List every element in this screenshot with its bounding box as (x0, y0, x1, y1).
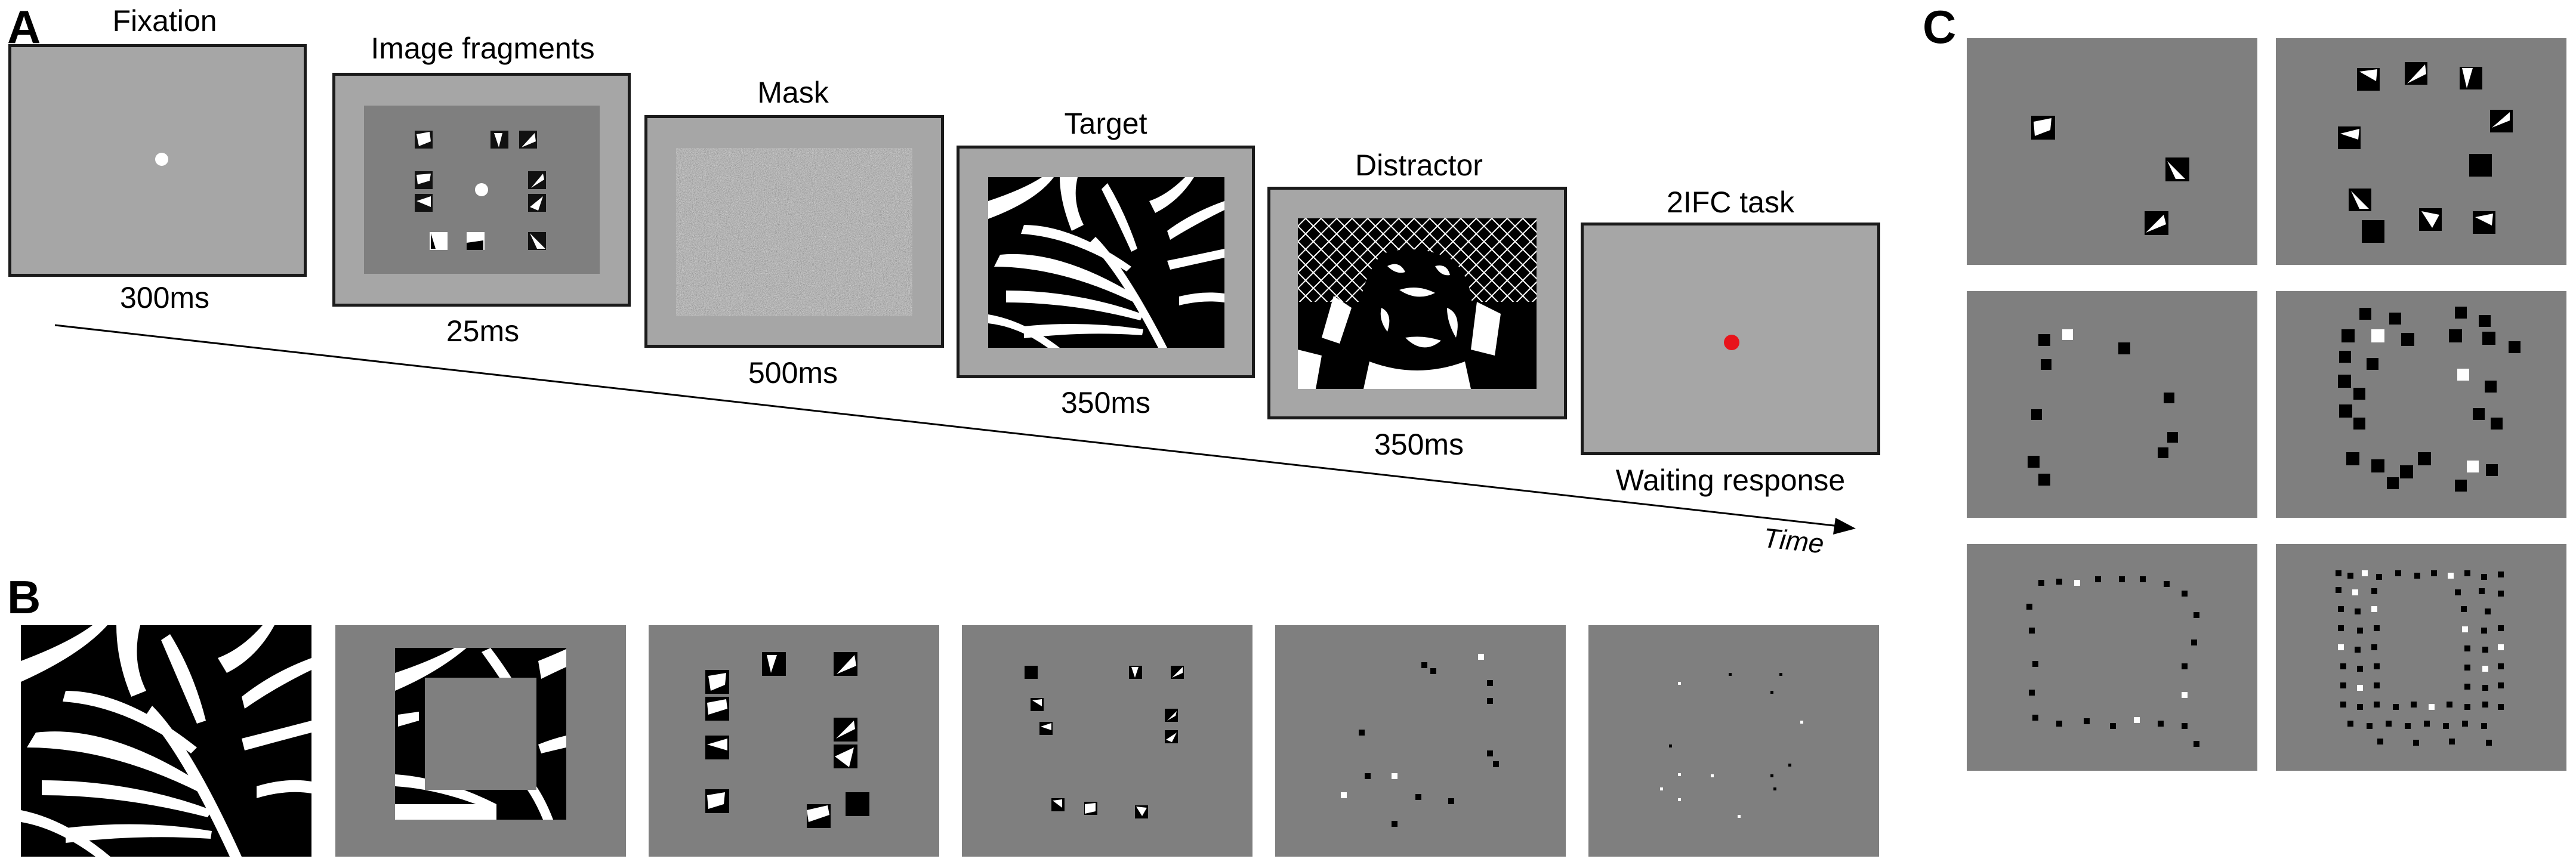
fragments-display-area (364, 106, 600, 274)
fragments-patches (415, 131, 546, 250)
response-dot-icon (1724, 335, 1739, 350)
leaf-image (21, 625, 311, 857)
medium-many-patches (2276, 291, 2566, 518)
stage-title-distractor: Distractor (1355, 149, 1483, 182)
large-patches-image (649, 625, 939, 857)
noise-mask-area (676, 148, 912, 316)
large-many-patches (2276, 38, 2566, 265)
stage-duration-mask: 500ms (748, 356, 838, 390)
time-arrow (54, 324, 1856, 535)
stage-title-2ifc-task: 2IFC task (1667, 186, 1794, 219)
medium-patches-image (962, 625, 1252, 857)
target-image-area (988, 177, 1224, 348)
target-leaf-image (988, 177, 1224, 348)
stage-duration-distractor: 350ms (1374, 428, 1464, 461)
density-example-full-image (21, 625, 311, 857)
stage-title-fixation: Fixation (112, 4, 217, 38)
distractor-tiger-image (1298, 218, 1537, 389)
mask-screen (644, 115, 944, 348)
small-few-patches (1967, 544, 2257, 771)
distractor-image-area (1298, 218, 1537, 389)
tiny-patches-image (1588, 625, 1879, 857)
large-few-patches (1967, 38, 2257, 265)
density-example-tiny-patches (1588, 625, 1879, 857)
condition-large-few (1967, 38, 2257, 265)
condition-medium-few (1967, 291, 2257, 518)
stage-duration-target: 350ms (1060, 386, 1151, 419)
stage-duration-2ifc-task: Waiting response (1615, 464, 1846, 497)
fixation-screen (8, 44, 307, 277)
noise-mask-image (676, 148, 912, 316)
stage-title-image-fragments: Image fragments (371, 32, 595, 65)
medium-few-patches (1967, 291, 2257, 518)
small-many-patches (2276, 544, 2566, 771)
fixation-dot-icon (475, 183, 488, 196)
panel-label-a: A (7, 1, 41, 53)
small-patches-image (1275, 625, 1566, 857)
stage-title-mask: Mask (757, 76, 829, 109)
condition-small-many (2276, 544, 2566, 771)
window-fragment-image (335, 625, 626, 857)
condition-large-many (2276, 38, 2566, 265)
density-example-large-patches (649, 625, 939, 857)
stage-duration-image-fragments: 25ms (446, 314, 520, 348)
panel-label-c: C (1923, 1, 1957, 53)
stage-duration-fixation: 300ms (119, 281, 210, 314)
target-screen (957, 146, 1255, 378)
time-axis-label: Time (1761, 521, 1826, 560)
fixation-dot-icon (155, 153, 168, 166)
condition-small-few (1967, 544, 2257, 771)
condition-medium-many (2276, 291, 2566, 518)
stage-title-target: Target (1064, 107, 1147, 140)
distractor-screen (1267, 187, 1567, 419)
panel-label-b: B (7, 571, 41, 623)
density-example-window (335, 625, 626, 857)
response-screen (1581, 223, 1880, 455)
density-example-small-patches (1275, 625, 1566, 857)
image-fragments-screen (332, 73, 631, 307)
density-example-medium-patches (962, 625, 1252, 857)
